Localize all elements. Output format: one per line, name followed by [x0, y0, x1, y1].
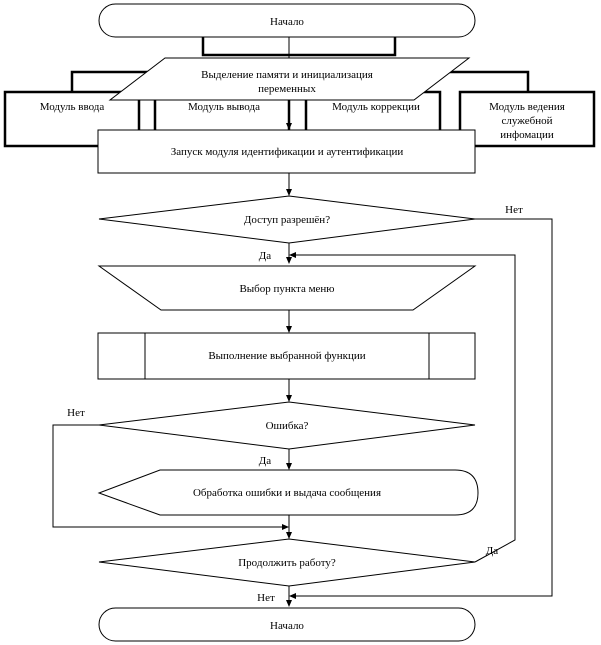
init-parallelogram	[108, 57, 471, 101]
arrow-head	[286, 123, 292, 130]
arrow-head	[286, 395, 292, 402]
module-bus-top	[201, 37, 397, 57]
arrow-head	[286, 600, 292, 607]
menu-label: Выбор пункта меню	[239, 283, 334, 295]
arrow-head	[289, 252, 296, 258]
module-output-label: Модуль вывода	[188, 101, 260, 113]
arrow-head	[282, 524, 289, 530]
module-service-label: Модуль ведения	[489, 101, 565, 113]
access-yes-label: Да	[259, 250, 272, 262]
end-terminal	[98, 607, 476, 642]
continue-no-label: Нет	[257, 592, 275, 604]
arrow-head	[286, 189, 292, 196]
execute-process	[97, 332, 476, 380]
flow-line-error-no	[52, 424, 285, 528]
arrow-head	[286, 257, 292, 264]
module-service-label: инфомации	[500, 129, 554, 141]
flow-line-access-no	[293, 218, 553, 597]
access-decision-label: Доступ разрешён?	[244, 214, 330, 226]
module-input-label: Модуль ввода	[40, 101, 105, 113]
module-correction-label: Модуль коррекции	[332, 101, 420, 113]
arrow-head	[289, 593, 296, 599]
module-service-label: служебной	[502, 115, 553, 127]
execute-label: Выполнение выбранной функции	[208, 350, 365, 362]
init-label: переменных	[258, 83, 316, 95]
handle-error-label: Обработка ошибки и выдача сообщения	[193, 487, 381, 499]
end-label: Начало	[270, 620, 304, 632]
menu-selection	[97, 265, 477, 311]
continue-decision-label: Продолжить работу?	[238, 557, 336, 569]
start-terminal	[98, 3, 476, 38]
arrow-head	[286, 326, 292, 333]
start-label: Начало	[270, 16, 304, 28]
continue-yes-label: Да	[486, 545, 499, 557]
access-no-label: Нет	[505, 204, 523, 216]
error-yes-label: Да	[259, 455, 272, 467]
arrow-head	[286, 463, 292, 470]
flow-line-continue-yes	[293, 254, 516, 563]
auth-process	[97, 129, 476, 174]
error-display	[97, 469, 479, 516]
init-label: Выделение памяти и инициализация	[201, 69, 373, 81]
arrow-head	[286, 532, 292, 539]
auth-label: Запуск модуля идентификации и аутентифик…	[171, 146, 404, 158]
error-no-label: Нет	[67, 407, 85, 419]
error-decision-label: Ошибка?	[266, 420, 309, 432]
module-service-info	[458, 90, 596, 148]
